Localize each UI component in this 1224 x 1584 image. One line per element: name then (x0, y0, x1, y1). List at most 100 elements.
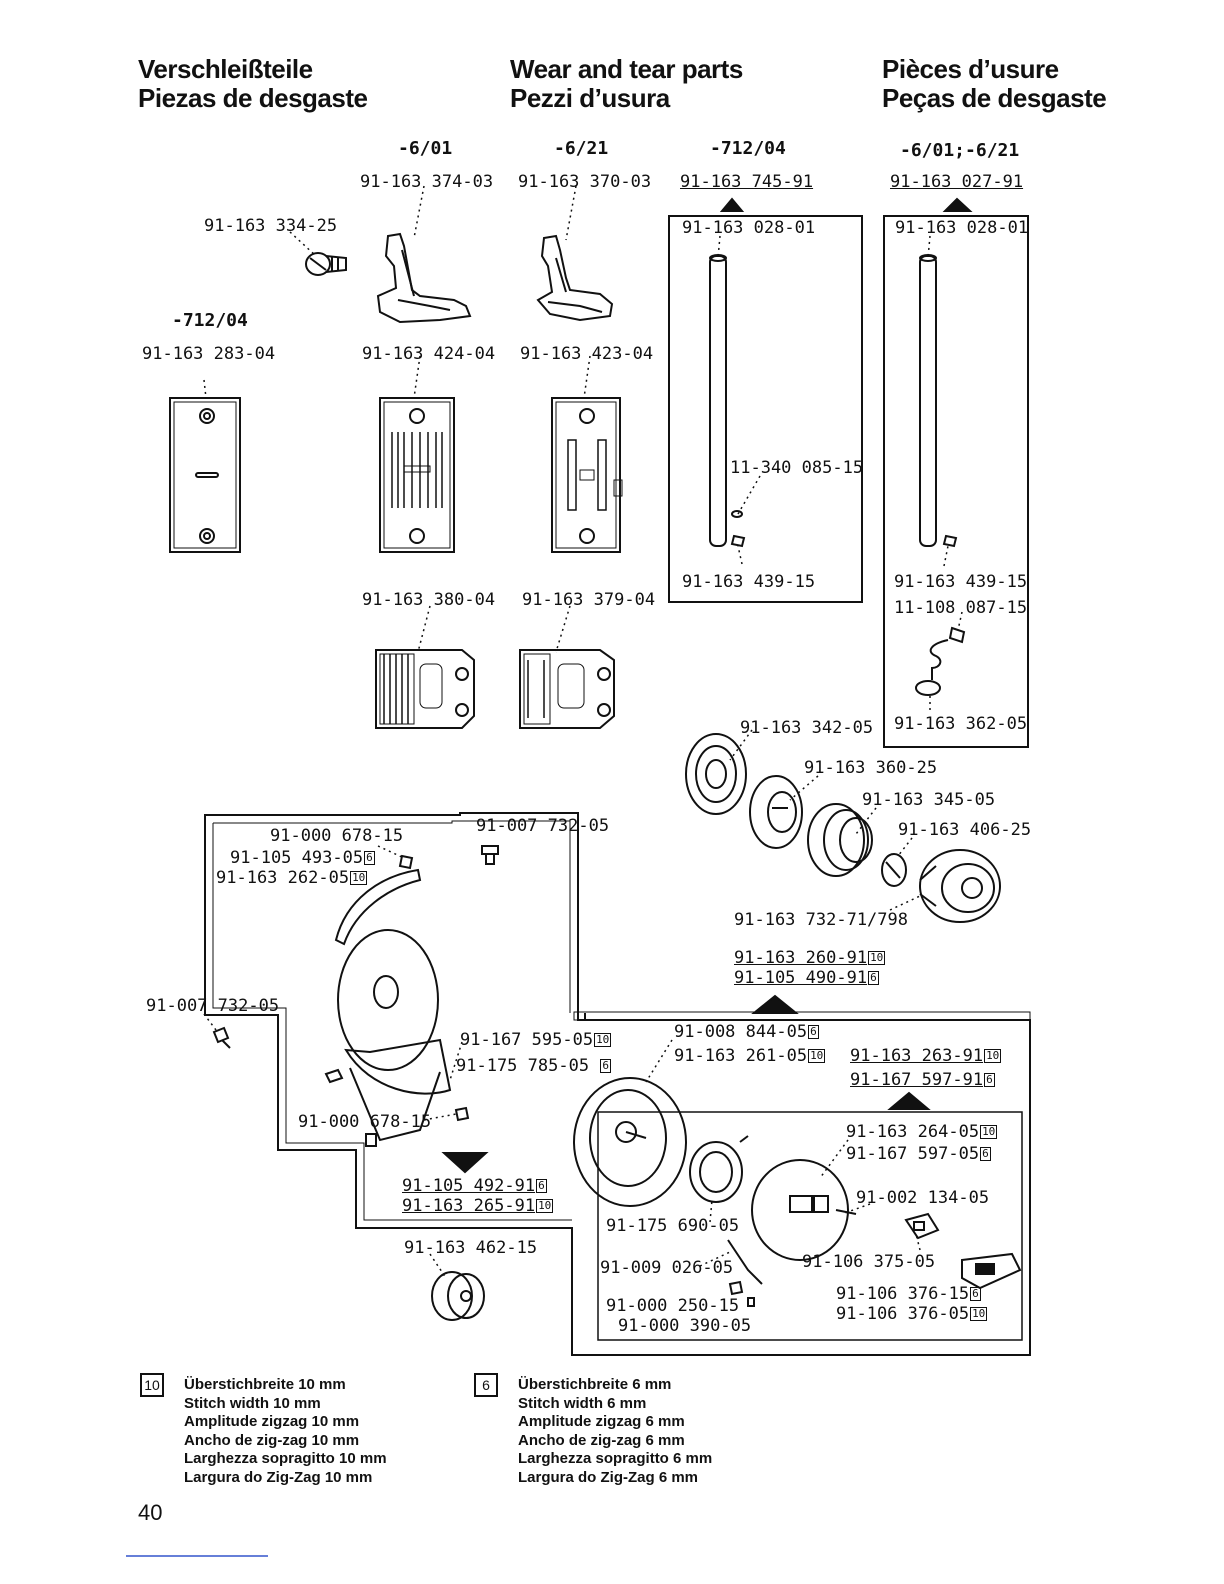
part-label-406: 91-163 406-25 (898, 820, 1032, 840)
presser-foot-370-icon (536, 234, 614, 322)
needle-plate-423-icon (551, 397, 623, 553)
part-label-374: 91-163 374-03 (360, 172, 494, 192)
part-label-027: 91-163 027-91 (890, 172, 1024, 192)
part-label-424: 91-163 424-04 (362, 344, 496, 364)
header-de: Verschleißteile (138, 54, 313, 84)
spring-026-icon (727, 1239, 763, 1285)
part-label-250: 91-000 250-15 (606, 1296, 740, 1316)
thread-guide-087-icon (915, 626, 966, 696)
part-375-icon (904, 1212, 940, 1240)
rotary-hook-left-icon (334, 868, 452, 1142)
part-label-678b: 91-000 678-15 (298, 1112, 432, 1132)
part-label-423: 91-163 423-04 (520, 344, 654, 364)
feed-dog-380-icon (375, 649, 475, 729)
part-label-087: 11-108 087-15 (894, 598, 1028, 618)
part-label-732b: 91-007 732-05 (146, 996, 280, 1016)
part-label-785: 91-175 785-05 6 (456, 1056, 611, 1076)
part-label-690: 91-175 690-05 (606, 1216, 740, 1236)
part-label-360: 91-163 360-25 (804, 758, 938, 778)
part-label-462: 91-163 462-15 (404, 1238, 538, 1258)
part-label-026: 91-009 026-05 (600, 1258, 734, 1278)
set-263-arrow-icon (887, 1091, 931, 1110)
part-label-745: 91-163 745-91 (680, 172, 814, 192)
part-label-334: 91-163 334-25 (204, 216, 338, 236)
part-label-380: 91-163 380-04 (362, 590, 496, 610)
model-label-6-21: -6/21 (554, 138, 609, 159)
hook-set-arrow-icon (751, 994, 799, 1014)
spring-345-icon (807, 803, 873, 877)
hook-frame-outer (204, 812, 1031, 1356)
part-label-362: 91-163 362-05 (894, 714, 1028, 734)
needle-bar-rod-6-icon (919, 254, 958, 548)
screw-732b-icon (212, 1026, 231, 1049)
legend-6-box: 6 (474, 1373, 498, 1397)
set-492-arrow-icon (441, 1152, 489, 1174)
set-6-arrow-icon (942, 197, 973, 212)
rod-box-712 (668, 215, 863, 603)
part-label-439a: 91-163 439-15 (682, 572, 816, 592)
part-376-icon (961, 1252, 1022, 1290)
header-it: Pezzi d’usura (510, 83, 670, 113)
part-label-732a: 91-007 732-05 (476, 816, 610, 836)
presser-foot-374-icon (376, 232, 472, 324)
bobbin-case-frame (597, 1111, 1023, 1341)
part-label-390: 91-000 390-05 (618, 1316, 752, 1336)
rod-box-6 (883, 215, 1029, 748)
part-label-085: 11-340 085-15 (730, 458, 864, 478)
part-label-678a: 91-000 678-15 (270, 826, 404, 846)
screw-732a-icon (481, 845, 499, 865)
part-690-icon (689, 1135, 749, 1203)
screw-678b-icon (324, 1068, 470, 1147)
screw-334-icon (305, 252, 347, 276)
part-label-283: 91-163 283-04 (142, 344, 276, 364)
part-label-028b: 91-163 028-01 (895, 218, 1029, 238)
part-label-345: 91-163 345-05 (862, 790, 996, 810)
rotary-hook-right-icon (573, 1077, 687, 1207)
part-label-370: 91-163 370-03 (518, 172, 652, 192)
bobbin-case-264-icon (751, 1159, 857, 1261)
screw-406-icon (881, 853, 907, 887)
model-label-plate-712: -712/04 (172, 310, 248, 331)
pulley-732-icon (919, 849, 1001, 923)
feed-dog-379-icon (519, 649, 615, 729)
part-label-379: 91-163 379-04 (522, 590, 656, 610)
set-712-arrow-icon (719, 197, 745, 212)
disc-342-icon (685, 733, 747, 815)
screw-250-icon (728, 1280, 755, 1307)
part-label-028a: 91-163 028-01 (682, 218, 816, 238)
header-en: Wear and tear parts (510, 54, 743, 84)
legend-10: Überstichbreite 10 mm Stitch width 10 mm… (184, 1376, 387, 1486)
needle-plate-283-icon (169, 397, 241, 553)
part-label-375: 91-106 375-05 (802, 1252, 936, 1272)
part-label-732-71: 91-163 732-71/798 (734, 910, 908, 930)
model-label-6-01: -6/01 (398, 138, 453, 159)
page-number: 40 (138, 1500, 163, 1525)
part-label-439b: 91-163 439-15 (894, 572, 1028, 592)
needle-bar-rod-712-icon (709, 254, 746, 548)
legend-10-box: 10 (140, 1373, 164, 1397)
disc-360-icon (749, 775, 803, 849)
model-label-712-04: -712/04 (710, 138, 786, 159)
screw-678a-icon (398, 854, 414, 870)
needle-plate-424-icon (379, 397, 455, 553)
model-label-6-01-6-21: -6/01;-6/21 (900, 140, 1020, 161)
header-fr: Pièces d’usure (882, 54, 1059, 84)
header-es: Piezas de desgaste (138, 83, 368, 113)
header-pt: Peças de desgaste (882, 83, 1107, 113)
bobbin-462-icon (431, 1271, 485, 1321)
